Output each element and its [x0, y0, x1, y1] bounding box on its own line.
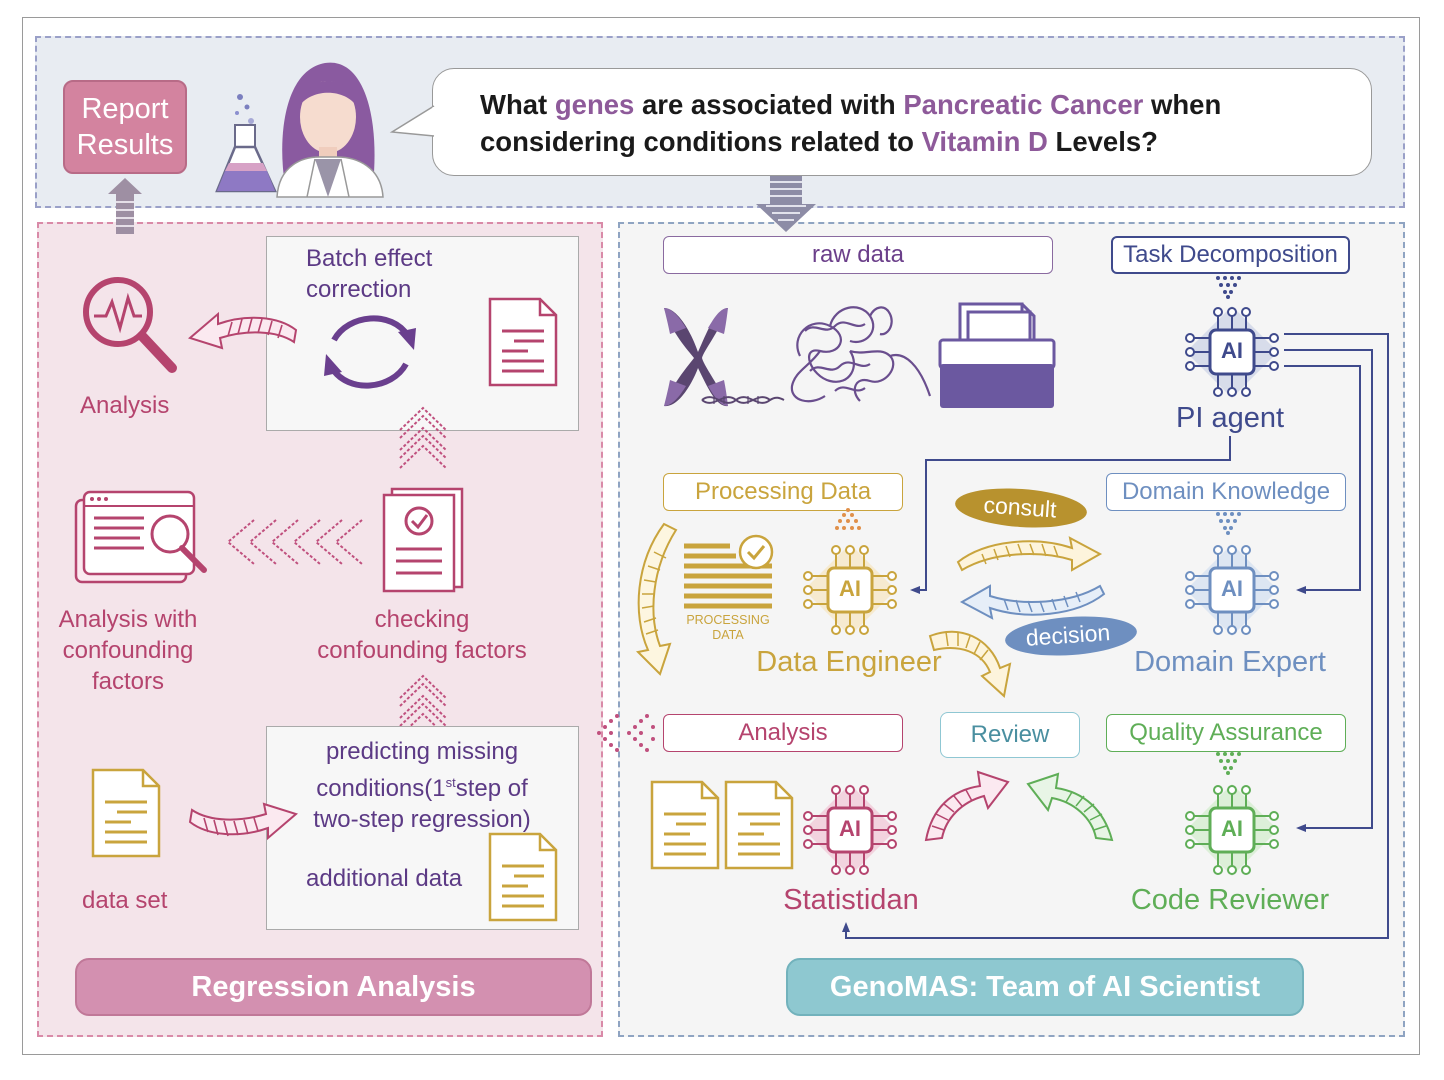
decision-badge — [1005, 616, 1137, 656]
outer-frame — [22, 17, 1420, 1055]
chromosome-icon — [664, 308, 785, 407]
dotted-down-arrow-expert-icon — [1216, 512, 1241, 535]
curved-arrow-down-icon — [635, 522, 678, 676]
dataset-label: data set — [82, 887, 168, 914]
data-engineer-label: Data Engineer — [756, 646, 942, 678]
statistician-label: Statistidan — [783, 884, 919, 916]
down-arrow-icon — [756, 176, 816, 232]
question-bubble — [432, 68, 1372, 176]
processing-data-label: Processing Data — [663, 473, 903, 511]
additional-data-label: additional data — [306, 865, 463, 892]
pi-chip-ai-text: AI — [1221, 338, 1243, 363]
data-engineer-chip-icon — [803, 544, 897, 636]
processing-data-doc-icon — [684, 534, 774, 609]
checklist-document-icon — [382, 487, 464, 593]
curved-arrow-right-icon — [188, 802, 299, 841]
report-line1: Report — [81, 93, 169, 125]
bubble-tail — [389, 105, 436, 137]
dotted-down-arrow-icon — [1216, 276, 1241, 299]
refresh-cycle-icon — [324, 315, 416, 389]
consult-arrow-icon — [956, 536, 1103, 572]
reviewer-to-review-arrow-icon — [1026, 772, 1114, 842]
regression-analysis-footer: Regression Analysis — [75, 958, 592, 1016]
dotted-up-arrow-icon — [835, 508, 861, 530]
statistician-to-review-arrow-icon — [924, 770, 1010, 842]
code-reviewer-chip-icon — [1185, 784, 1279, 876]
genomas-footer: GenoMAS: Team of AI Scientist — [786, 958, 1304, 1016]
analysis-label: Analysis — [80, 392, 170, 419]
decision-arrow-icon — [959, 584, 1106, 620]
reviewer-chip-ai-text: AI — [1221, 816, 1243, 841]
analysis-docs-icon — [650, 780, 794, 870]
raw-data-label: raw data — [663, 236, 1053, 274]
printer-icon — [938, 302, 1056, 408]
pi-agent-chip-icon — [1185, 306, 1279, 398]
review-label: Review — [940, 712, 1080, 758]
protein-structure-icon — [790, 306, 932, 403]
pi-agent-label: PI agent — [1175, 402, 1285, 434]
question-text: What genes are associated with Pancreati… — [480, 89, 1222, 157]
curved-arrow-left-icon — [187, 311, 298, 350]
expert-chip-ai-text: AI — [1221, 576, 1243, 601]
up-chevrons-icon — [399, 406, 447, 469]
scientist-icon — [215, 62, 384, 198]
domain-knowledge-label: Domain Knowledge — [1106, 473, 1346, 511]
document-icon — [488, 297, 558, 387]
dotted-left-arrow-icon — [597, 714, 655, 752]
dataset-doc-icon — [91, 768, 161, 858]
report-line2: Results — [76, 129, 174, 161]
left-chevrons-icon — [226, 519, 363, 565]
dotted-down-arrow-qa-icon — [1216, 752, 1241, 775]
task-decomposition-label: Task Decomposition — [1111, 236, 1350, 274]
predicting-label: predicting missing conditions(1ststep of… — [313, 738, 531, 833]
additional-data-doc-icon — [488, 832, 558, 922]
analysis-stage-label: Analysis — [663, 714, 903, 752]
code-reviewer-label: Code Reviewer — [1130, 884, 1330, 916]
engineer-to-review-arrow-icon — [928, 630, 1012, 698]
quality-assurance-label: Quality Assurance — [1106, 714, 1346, 752]
statistician-chip-icon — [803, 784, 897, 876]
domain-expert-chip-icon — [1185, 544, 1279, 636]
engineer-chip-ai-text: AI — [839, 576, 861, 601]
statistician-chip-ai-text: AI — [839, 816, 861, 841]
consult-badge — [955, 488, 1087, 528]
browser-search-icon — [74, 490, 207, 584]
domain-expert-label: Domain Expert — [1134, 646, 1326, 678]
up-arrow-icon — [108, 178, 142, 234]
analysis-magnifier-icon — [83, 277, 177, 373]
report-results-box: Report Results — [63, 80, 187, 174]
